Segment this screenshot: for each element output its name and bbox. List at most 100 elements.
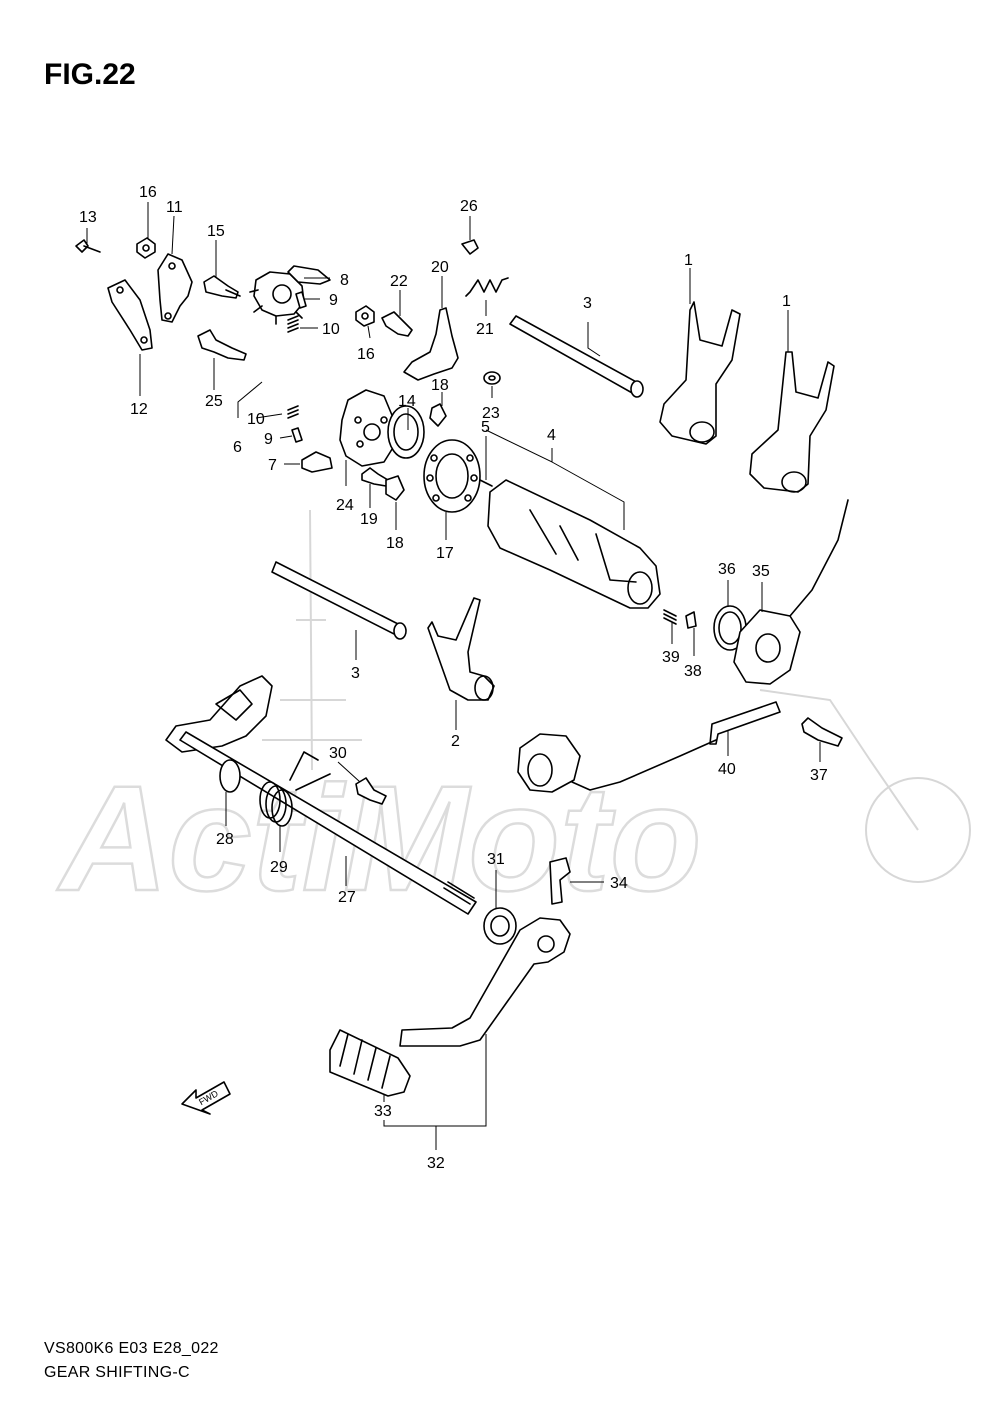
part-29-return-spring bbox=[259, 751, 331, 827]
callout-18-upper: 18 bbox=[431, 377, 449, 394]
part-32-gearshift-lever bbox=[399, 917, 571, 1047]
part-33-footrest-rubber bbox=[329, 1029, 411, 1097]
callout-16-upper: 16 bbox=[139, 184, 157, 201]
callout-27: 27 bbox=[338, 889, 356, 906]
callout-5: 5 bbox=[481, 419, 490, 436]
part-10-spring-upper bbox=[287, 315, 299, 333]
leader-lines bbox=[86, 202, 821, 1150]
part-18-plate-lower bbox=[385, 475, 405, 501]
callout-25: 25 bbox=[205, 393, 223, 410]
part-15-stud bbox=[203, 275, 241, 299]
part-3-shaft-upper bbox=[509, 315, 644, 398]
callout-10-upper: 10 bbox=[322, 321, 340, 338]
part-9-pin-upper bbox=[295, 291, 307, 309]
callout-1-right: 1 bbox=[782, 293, 791, 310]
callout-33: 33 bbox=[374, 1103, 392, 1120]
callout-30: 30 bbox=[329, 745, 347, 762]
callout-24: 24 bbox=[336, 497, 354, 514]
callout-23: 23 bbox=[482, 405, 500, 422]
part-27-gearshift-shaft bbox=[165, 675, 477, 915]
part-39-spring bbox=[663, 609, 677, 625]
part-8-cam-guide bbox=[287, 265, 331, 285]
callout-2: 2 bbox=[451, 733, 460, 750]
callout-16-lower: 16 bbox=[357, 346, 375, 363]
part-1-shift-fork-a bbox=[659, 301, 741, 445]
callout-12: 12 bbox=[130, 401, 148, 418]
callout-17: 17 bbox=[436, 545, 454, 562]
callout-11: 11 bbox=[166, 199, 183, 216]
callout-numbers: 13 16 11 15 12 25 6 8 9 10 10 9 7 24 19 … bbox=[79, 184, 828, 1172]
callout-26: 26 bbox=[460, 198, 478, 215]
part-22-stud bbox=[381, 311, 413, 337]
part-3-shaft-lower bbox=[271, 561, 407, 640]
callout-36: 36 bbox=[718, 561, 736, 578]
callout-35: 35 bbox=[752, 563, 770, 580]
callout-40: 40 bbox=[718, 761, 736, 778]
part-20-arm bbox=[403, 307, 459, 381]
part-18-plate-upper bbox=[429, 403, 447, 427]
callout-14: 14 bbox=[398, 393, 416, 410]
callout-4: 4 bbox=[547, 427, 556, 444]
part-37-bolt bbox=[801, 717, 843, 747]
callout-7: 7 bbox=[268, 457, 277, 474]
part-31-oil-seal bbox=[483, 907, 517, 945]
part-1-shift-fork-b bbox=[749, 351, 835, 493]
callout-28: 28 bbox=[216, 831, 234, 848]
callout-6: 6 bbox=[233, 439, 242, 456]
callout-19: 19 bbox=[360, 511, 378, 528]
part-17-bearing bbox=[423, 439, 481, 513]
part-16-nut-lower bbox=[355, 305, 375, 327]
callout-3-lower: 3 bbox=[351, 665, 360, 682]
callout-9-upper: 9 bbox=[329, 292, 338, 309]
part-28-washer bbox=[219, 759, 241, 793]
part-2-shift-fork bbox=[427, 597, 495, 701]
part-14-washer bbox=[387, 405, 425, 459]
callout-9-lower: 9 bbox=[264, 431, 273, 448]
callout-21: 21 bbox=[476, 321, 494, 338]
part-10-spring-lower bbox=[287, 405, 299, 419]
fwd-direction-arrow-icon: FWD bbox=[181, 1081, 231, 1115]
callout-8: 8 bbox=[340, 272, 349, 289]
part-11-plate bbox=[157, 253, 193, 323]
part-40-clamp bbox=[571, 701, 781, 791]
part-5-pin bbox=[479, 479, 493, 487]
callout-29: 29 bbox=[270, 859, 288, 876]
callout-32: 32 bbox=[427, 1155, 445, 1172]
part-12-stopper-plate bbox=[107, 279, 153, 351]
model-code: VS800K6 E03 E28_022 bbox=[44, 1340, 219, 1357]
callout-18-lower: 18 bbox=[386, 535, 404, 552]
callout-20: 20 bbox=[431, 259, 449, 276]
part-19-bolt bbox=[361, 467, 389, 487]
callout-31: 31 bbox=[487, 851, 505, 868]
section-name: GEAR SHIFTING-C bbox=[44, 1364, 190, 1381]
callout-10-lower: 10 bbox=[247, 411, 265, 428]
part-26-screw bbox=[461, 239, 479, 255]
part-25-bolt bbox=[197, 329, 247, 361]
watermark-tower-drawing bbox=[262, 509, 362, 771]
watermark-fork-drawing bbox=[759, 689, 919, 831]
callout-34: 34 bbox=[610, 875, 628, 892]
part-24-cam-gear bbox=[339, 389, 395, 467]
callout-3-upper: 3 bbox=[583, 295, 592, 312]
callout-15: 15 bbox=[207, 223, 225, 240]
callout-13: 13 bbox=[79, 209, 97, 226]
callout-38: 38 bbox=[684, 663, 702, 680]
part-35-gear-position-switch bbox=[733, 499, 849, 685]
part-16-nut-upper bbox=[136, 237, 156, 259]
part-9-pin-lower bbox=[291, 427, 303, 443]
callout-1-left: 1 bbox=[684, 252, 693, 269]
part-40-connector bbox=[517, 733, 581, 793]
figure-title: FIG.22 bbox=[44, 58, 136, 91]
part-21-spring bbox=[465, 277, 509, 297]
watermark-wheel-drawing bbox=[865, 777, 971, 883]
part-34-bolt bbox=[549, 857, 571, 905]
watermark-text: ActiMoto bbox=[56, 754, 702, 922]
callout-37: 37 bbox=[810, 767, 828, 784]
part-23-washer bbox=[483, 371, 501, 385]
part-30-stud bbox=[355, 777, 387, 805]
part-7-pawl bbox=[301, 451, 333, 473]
part-6-shift-cam bbox=[249, 271, 305, 325]
part-13-screw bbox=[75, 239, 101, 253]
